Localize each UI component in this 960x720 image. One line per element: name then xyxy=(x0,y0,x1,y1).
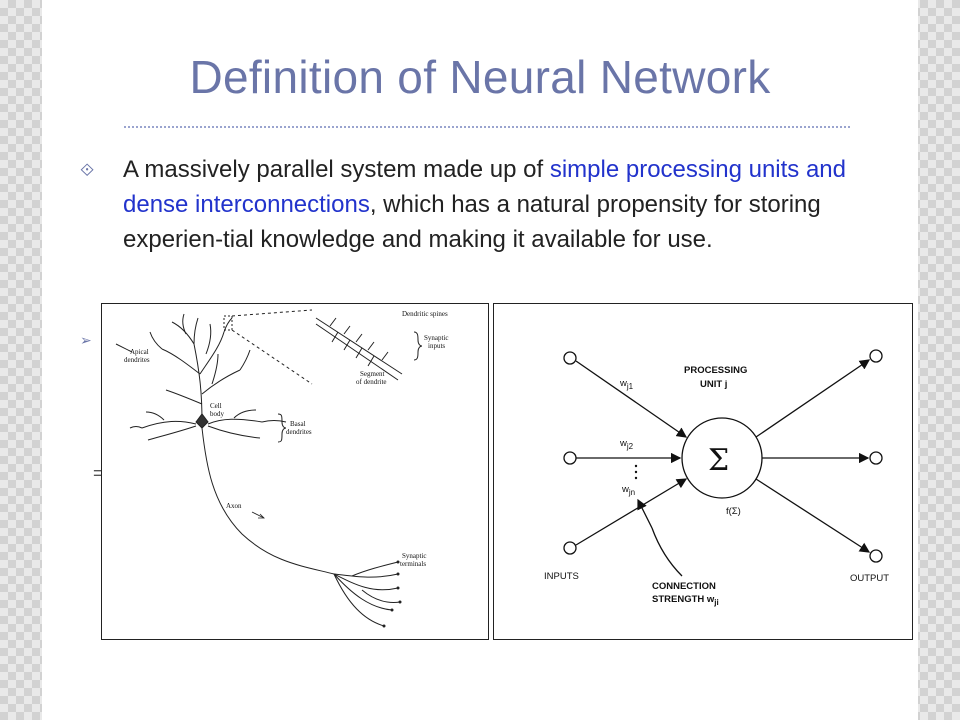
processing-unit-figure: PROCESSING UNIT j Σ wj1 wj2 wjn f(Σ) INP… xyxy=(493,303,913,640)
definition-text-end: , which has a natural propensity for sto… xyxy=(123,191,821,253)
stray-glyph: = xyxy=(93,463,104,483)
svg-text:wj2: wj2 xyxy=(619,438,634,451)
label-inputs: inputs xyxy=(428,342,445,350)
processing-unit-diagram: PROCESSING UNIT j Σ wj1 wj2 wjn f(Σ) INP… xyxy=(544,349,889,607)
label-wjn-sub: jn xyxy=(628,488,635,497)
input-node-1 xyxy=(563,351,577,365)
label-synaptic-terminals-2: terminals xyxy=(400,560,426,568)
label-apical-dendrites: dendrites xyxy=(124,356,150,364)
label-segment: Segment xyxy=(360,370,385,378)
label-strength: STRENGTH w xyxy=(652,594,715,605)
label-axon: Axon xyxy=(226,502,242,510)
label-wjn: w xyxy=(621,484,629,495)
svg-text:wj1: wj1 xyxy=(619,378,634,391)
label-synaptic: Synaptic xyxy=(424,334,449,342)
label-wj2-sub: j2 xyxy=(626,442,634,451)
title-divider xyxy=(124,126,850,128)
svg-text:wjn: wjn xyxy=(621,484,635,497)
bullet-marker: ⟐ xyxy=(80,160,95,180)
label-unit-j: UNIT j xyxy=(700,379,727,390)
label-dendritic-spines: Dendritic spines xyxy=(402,310,448,318)
label-apical: Apical xyxy=(130,348,149,356)
output-node-3 xyxy=(869,549,883,563)
input-node-n xyxy=(563,541,577,555)
label-inputs: INPUTS xyxy=(544,571,579,582)
label-output: OUTPUT xyxy=(850,573,889,584)
definition-text-start: A massively parallel system made up of xyxy=(123,156,550,183)
label-of-dendrite: of dendrite xyxy=(356,378,387,386)
label-basal: Basal xyxy=(290,420,306,428)
label-f-sigma: f(Σ) xyxy=(726,506,741,517)
sigma-symbol: Σ xyxy=(708,443,729,478)
second-bullet-marker: ➢ xyxy=(80,332,92,348)
label-synaptic-terminals-1: Synaptic xyxy=(402,552,427,560)
slide-title: Definition of Neural Network xyxy=(189,51,771,103)
definition-paragraph: A massively parallel system made up of s… xyxy=(123,152,883,257)
label-wj1: w xyxy=(619,378,627,389)
label-cell: Cell xyxy=(210,402,222,410)
label-body: body xyxy=(210,410,225,418)
label-wj1-sub: j1 xyxy=(626,382,634,391)
label-strength-sub: ji xyxy=(713,598,718,607)
label-processing: PROCESSING xyxy=(684,365,747,376)
output-node-2 xyxy=(869,451,883,465)
label-wj2: w xyxy=(619,438,627,449)
neuron-figure: Dendritic spines Synaptic inputs Segment… xyxy=(101,303,489,640)
input-node-2 xyxy=(563,451,577,465)
definition-highlight: simple processing units and dense interc… xyxy=(123,156,846,218)
label-basal-dendrites: dendrites xyxy=(286,428,312,436)
neuron-diagram: Dendritic spines Synaptic inputs Segment… xyxy=(115,309,449,628)
label-connection: CONNECTION xyxy=(652,581,716,592)
output-node-1 xyxy=(869,349,883,363)
svg-text:STRENGTH wji: STRENGTH wji xyxy=(652,594,719,607)
